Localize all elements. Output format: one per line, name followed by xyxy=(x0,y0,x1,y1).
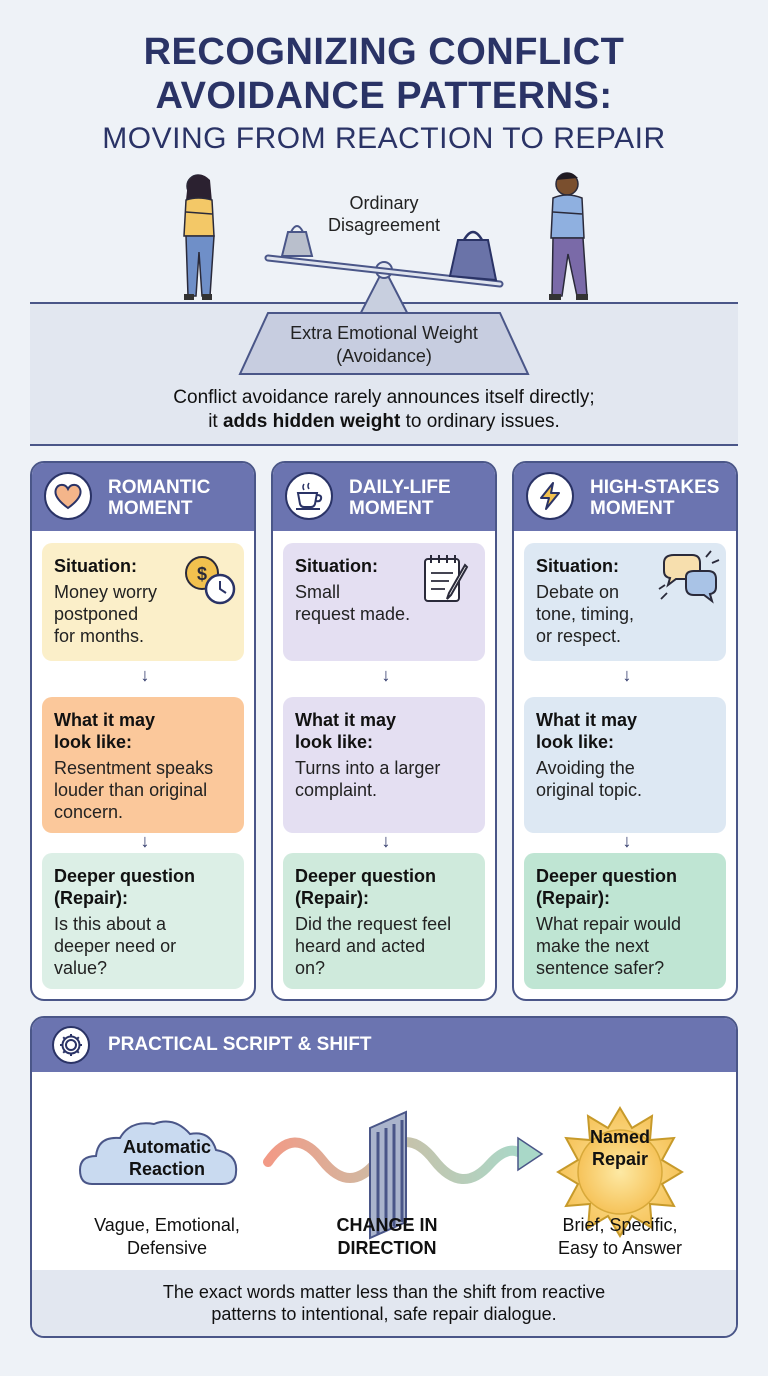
deeper-question-label: Deeper question (Repair): xyxy=(295,866,437,908)
situation-text: Debate on tone, timing, or respect. xyxy=(536,582,635,646)
down-arrow-icon: ↓ xyxy=(622,831,632,851)
situation-label: Situation: xyxy=(54,556,137,576)
card-title-line-1: ROMANTIC xyxy=(108,477,211,498)
ordinary-line-2: Disagreement xyxy=(327,215,441,235)
situation-label: Situation: xyxy=(536,556,619,576)
speech-bubbles-icon xyxy=(658,550,720,604)
hero-caption: Conflict avoidance rarely announces itse… xyxy=(0,386,768,434)
look-like-label: What it may look like: xyxy=(295,710,397,752)
named-repair-caption: Brief, Specific, Easy to Answer xyxy=(557,1215,683,1258)
look-like-label: What it may look like: xyxy=(54,710,156,752)
heart-icon xyxy=(44,472,92,520)
extra-weight-block xyxy=(238,312,530,375)
ordinary-line-1: Ordinary xyxy=(349,193,419,213)
gear-icon xyxy=(52,1026,90,1064)
card-high-stakes-title: HIGH-STAKES MOMENT xyxy=(590,477,719,519)
cloud-shape xyxy=(78,1120,238,1185)
extra-line-1: Extra Emotional Weight xyxy=(290,323,478,343)
deeper-question-box: Deeper question (Repair): What repair wo… xyxy=(524,853,726,989)
ordinary-disagreement-label: Ordinary Disagreement xyxy=(0,192,768,236)
practical-script-panel: PRACTICAL SCRIPT & SHIFT xyxy=(30,1016,738,1338)
situation-text: Small request made. xyxy=(295,582,411,624)
gate-shape xyxy=(369,1110,407,1240)
card-high-stakes: HIGH-STAKES MOMENT Situation: Debate on … xyxy=(512,461,738,1001)
card-title-line-2: MOMENT xyxy=(590,498,675,519)
caption-suffix: to ordinary issues. xyxy=(400,411,560,432)
card-title-line-1: DAILY-LIFE xyxy=(349,477,451,498)
automatic-reaction-label: Automatic Reaction xyxy=(122,1137,211,1179)
down-arrow-icon: ↓ xyxy=(622,665,632,685)
situation-box: Situation: Small request made. xyxy=(283,543,485,661)
caption-line-1: Conflict avoidance rarely announces itse… xyxy=(173,387,595,408)
deeper-question-box: Deeper question (Repair): Did the reques… xyxy=(283,853,485,989)
card-title-line-2: MOMENT xyxy=(108,498,193,519)
card-daily-life-header: DAILY-LIFE MOMENT xyxy=(273,463,495,531)
deeper-question-label: Deeper question (Repair): xyxy=(536,866,678,908)
look-like-text: Avoiding the original topic. xyxy=(536,758,643,800)
page-subtitle: MOVING FROM REACTION TO REPAIR xyxy=(102,122,666,155)
card-romantic-header: ROMANTIC MOMENT xyxy=(32,463,254,531)
card-romantic: ROMANTIC MOMENT Situation: Money worry p… xyxy=(30,461,256,1001)
practical-title: PRACTICAL SCRIPT & SHIFT xyxy=(108,1034,372,1055)
card-title-line-1: HIGH-STAKES xyxy=(590,477,720,498)
look-like-box: What it may look like: Resentment speaks… xyxy=(42,697,244,833)
caption-prefix: it xyxy=(208,411,223,432)
down-arrow-icon: ↓ xyxy=(140,831,150,851)
practical-header: PRACTICAL SCRIPT & SHIFT xyxy=(32,1018,736,1072)
situation-box: Situation: Money worry postponed for mon… xyxy=(42,543,244,661)
look-like-text: Resentment speaks louder than original c… xyxy=(54,758,214,822)
deeper-question-box: Deeper question (Repair): Is this about … xyxy=(42,853,244,989)
extra-weight-label: Extra Emotional Weight (Avoidance) xyxy=(0,322,768,368)
coffee-cup-icon xyxy=(285,472,333,520)
situation-text: Money worry postponed for months. xyxy=(54,582,158,646)
look-like-box: What it may look like: Avoiding the orig… xyxy=(524,697,726,833)
card-title-line-2: MOMENT xyxy=(349,498,434,519)
down-arrow-icon: ↓ xyxy=(140,665,150,685)
down-arrow-icon: ↓ xyxy=(381,831,391,851)
look-like-box: What it may look like: Turns into a larg… xyxy=(283,697,485,833)
sun-shape xyxy=(556,1106,684,1238)
change-direction-label: CHANGE IN DIRECTION xyxy=(336,1215,438,1258)
down-arrow-icon: ↓ xyxy=(381,665,391,685)
deeper-question-text: Did the request feel heard and acted on? xyxy=(295,914,452,978)
title-line-2: AVOIDANCE PATTERNS: xyxy=(155,75,613,117)
practical-footer: The exact words matter less than the shi… xyxy=(32,1270,736,1336)
caption-bold: adds hidden weight xyxy=(222,411,401,432)
card-daily-life: DAILY-LIFE MOMENT Situation: Small reque… xyxy=(271,461,497,1001)
svg-text:$: $ xyxy=(197,564,207,584)
named-repair-label: Named Repair xyxy=(589,1127,651,1169)
deeper-question-label: Deeper question (Repair): xyxy=(54,866,196,908)
page-title: RECOGNIZING CONFLICT AVOIDANCE PATTERNS: xyxy=(0,30,768,118)
notepad-pen-icon xyxy=(424,555,469,602)
card-romantic-title: ROMANTIC MOMENT xyxy=(108,477,210,519)
situation-box: Situation: Debate on tone, timing, or re… xyxy=(524,543,726,661)
coin-clock-icon: $ xyxy=(185,556,236,605)
person-left-figure xyxy=(183,174,215,300)
caption-line-2: it adds hidden weight to ordinary issues… xyxy=(0,410,768,434)
deeper-question-text: What repair would make the next sentence… xyxy=(536,914,682,978)
look-like-text: Turns into a larger complaint. xyxy=(295,758,441,800)
person-right-figure xyxy=(549,172,588,300)
deeper-question-text: Is this about a deeper need or value? xyxy=(54,914,177,978)
automatic-reaction-caption: Vague, Emotional, Defensive xyxy=(94,1215,240,1258)
shift-illustration xyxy=(78,1106,684,1240)
card-daily-life-title: DAILY-LIFE MOMENT xyxy=(349,477,451,519)
lightning-icon xyxy=(526,472,574,520)
card-high-stakes-header: HIGH-STAKES MOMENT xyxy=(514,463,736,531)
situation-label: Situation: xyxy=(295,556,378,576)
title-line-1: RECOGNIZING CONFLICT xyxy=(143,31,625,73)
hero-illustration xyxy=(30,172,738,375)
extra-line-2: (Avoidance) xyxy=(336,346,432,366)
look-like-label: What it may look like: xyxy=(536,710,638,752)
